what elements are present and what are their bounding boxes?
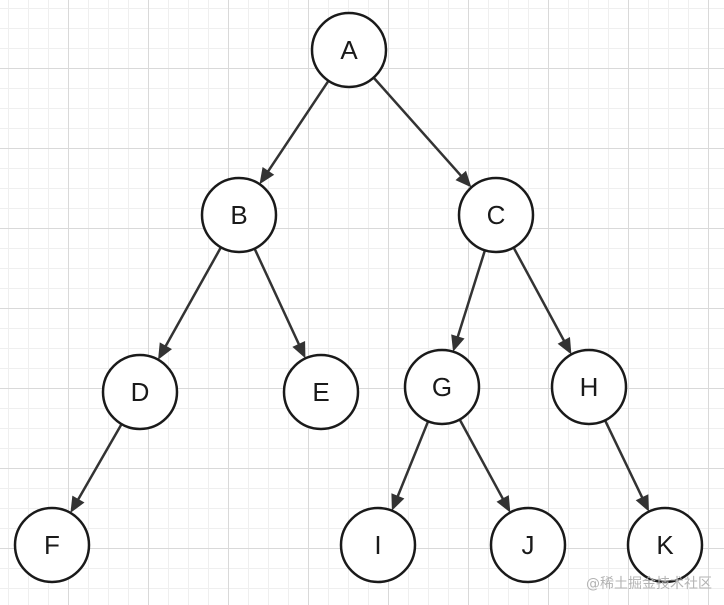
node-e: E (282, 353, 360, 431)
node-circle (310, 11, 388, 89)
edge-line (253, 248, 301, 347)
node-label: D (131, 377, 150, 407)
edge-d-f (70, 423, 123, 513)
node-circle (101, 353, 179, 431)
edge-line (512, 246, 566, 343)
node-circle (200, 176, 278, 254)
node-b: B (200, 176, 278, 254)
node-circle (339, 506, 417, 584)
arrowhead (292, 340, 306, 359)
node-label: F (44, 530, 60, 560)
edge-c-g (451, 249, 487, 352)
node-i: I (339, 506, 417, 584)
arrowhead (455, 170, 472, 188)
arrowhead (557, 337, 572, 355)
edge-line (266, 80, 330, 174)
arrowhead (158, 342, 172, 360)
node-h: H (550, 348, 628, 426)
edge-g-j (458, 418, 511, 513)
node-label: J (522, 530, 535, 560)
node-g: G (403, 348, 481, 426)
arrowhead (635, 494, 649, 512)
node-label: K (656, 530, 674, 560)
node-label: G (432, 372, 452, 402)
node-circle (626, 506, 704, 584)
edge-b-d (158, 246, 223, 360)
edge-line (458, 418, 505, 501)
edge-a-c (372, 76, 472, 188)
edge-line (395, 420, 430, 499)
node-k: K (626, 506, 704, 584)
edge-line (372, 76, 464, 178)
edge-g-i (391, 420, 430, 511)
node-layer: A B C D E G H F I J K (13, 11, 704, 584)
arrowhead (391, 493, 405, 511)
edge-a-b (259, 80, 330, 185)
edge-line (163, 246, 223, 349)
watermark: @稀土掘金技术社区 (586, 576, 712, 592)
edge-line (76, 423, 123, 502)
node-circle (457, 176, 535, 254)
node-d: D (101, 353, 179, 431)
arrowhead (70, 495, 85, 513)
node-label: C (487, 200, 506, 230)
edge-layer (70, 76, 649, 513)
arrowhead (259, 167, 275, 185)
node-label: E (312, 377, 329, 407)
node-label: I (374, 530, 381, 560)
node-circle (282, 353, 360, 431)
node-circle (489, 506, 567, 584)
node-c: C (457, 176, 535, 254)
node-label: A (340, 35, 358, 65)
node-f: F (13, 506, 91, 584)
edge-line (456, 249, 487, 339)
edge-h-k (603, 419, 649, 512)
node-label: B (230, 200, 247, 230)
node-circle (13, 506, 91, 584)
node-label: H (580, 372, 599, 402)
edge-c-h (512, 246, 572, 355)
edge-b-e (253, 248, 306, 359)
node-a: A (310, 11, 388, 89)
node-circle (550, 348, 628, 426)
edge-line (603, 419, 645, 500)
arrowhead (496, 495, 511, 513)
node-j: J (489, 506, 567, 584)
arrowhead (451, 334, 465, 352)
node-circle (403, 348, 481, 426)
